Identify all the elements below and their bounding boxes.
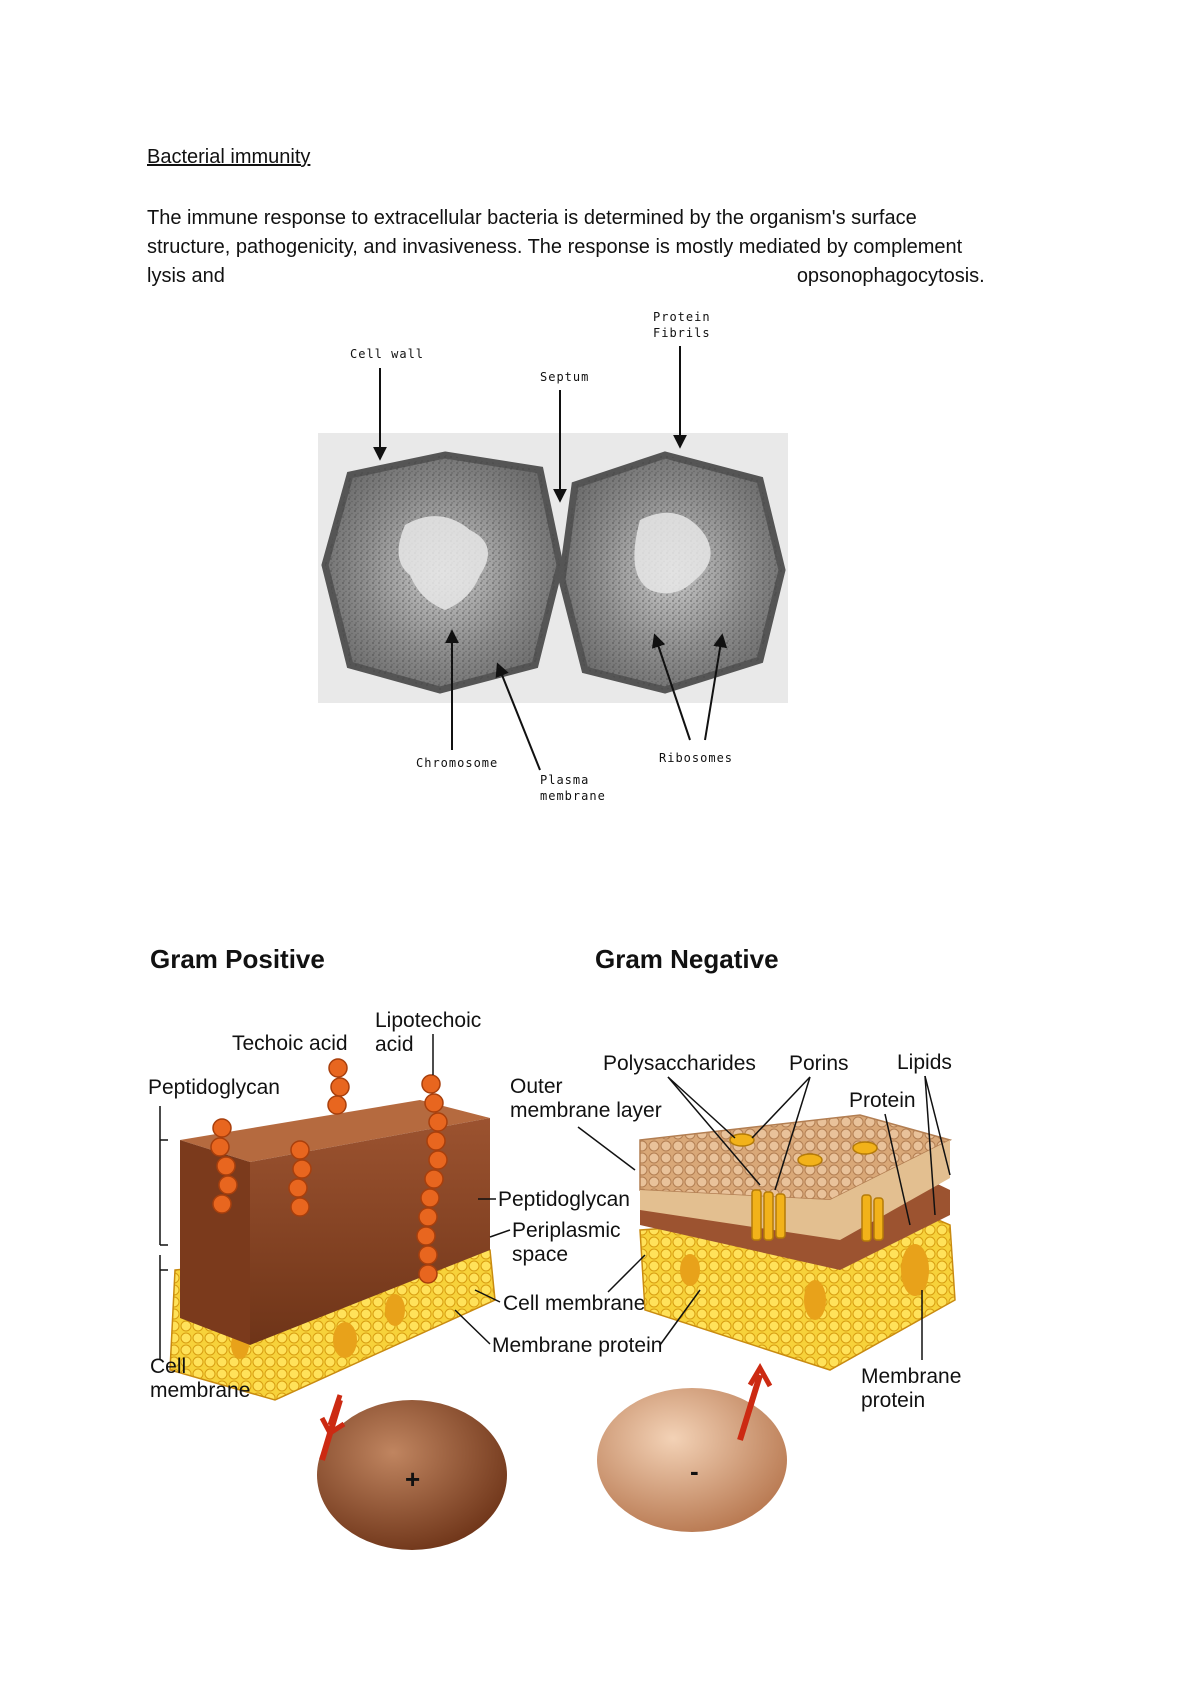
label-outer-1: Outer <box>510 1075 563 1098</box>
bacterium-right <box>558 451 786 694</box>
paragraph-line: structure, pathogenicity, and invasivene… <box>147 236 963 258</box>
label-plasma-membrane-1: Plasma <box>540 773 589 787</box>
gram-negative-title: Gram Negative <box>595 944 779 974</box>
nucleoid-right <box>634 512 711 594</box>
nucleoid-left <box>398 516 488 610</box>
label-polysaccharides: Polysaccharides <box>603 1052 756 1075</box>
gn-bacterium-cell <box>597 1388 787 1532</box>
paragraph-last-start: lysis and <box>147 265 225 287</box>
paragraph-last-end: opsonophagocytosis. <box>796 265 985 287</box>
label-peptidoglycan-side: Peptidoglycan <box>498 1188 630 1211</box>
gn-polysaccharides <box>729 1133 878 1167</box>
gp-bacterium-cell <box>317 1400 507 1550</box>
gn-membrane-protein <box>901 1244 929 1296</box>
label-periplasmic-1: Periplasmic <box>512 1219 621 1242</box>
label-cell-wall: Cell wall <box>350 347 424 361</box>
gp-membrane-protein <box>333 1322 357 1358</box>
label-protein-fibrils-2: Fibrils <box>653 326 711 340</box>
gram-negative-model: - <box>597 1114 956 1532</box>
label-techoic-acid: Techoic acid <box>232 1032 348 1055</box>
label-chromosome: Chromosome <box>416 756 498 770</box>
label-porins: Porins <box>789 1052 849 1075</box>
label-protein: Protein <box>849 1089 916 1112</box>
label-plasma-membrane-2: membrane <box>540 789 606 803</box>
gn-porins <box>751 1189 884 1242</box>
label-membrane-protein-1: Membrane <box>861 1365 961 1388</box>
label-membrane-protein-mid: Membrane protein <box>492 1334 662 1357</box>
bacterium-left <box>321 451 564 694</box>
label-outer-2: membrane layer <box>510 1099 662 1122</box>
label-lipotechoic-2: acid <box>375 1033 414 1056</box>
label-septum: Septum <box>540 370 589 384</box>
label-cell-membrane-1: Cell <box>150 1355 186 1378</box>
label-lipids: Lipids <box>897 1051 952 1074</box>
gn-charge: - <box>690 1456 699 1486</box>
gram-positive-title: Gram Positive <box>150 944 325 974</box>
label-lipotechoic-1: Lipotechoic <box>375 1009 481 1032</box>
gp-charge: + <box>405 1464 420 1494</box>
micrograph: Cell wall Septum Protein Fibrils Chromos… <box>318 310 788 803</box>
label-protein-fibrils-1: Protein <box>653 310 711 324</box>
label-peptidoglycan-gp: Peptidoglycan <box>148 1076 280 1099</box>
gp-teichoic-chains <box>210 1058 448 1284</box>
gram-diagram: Gram Positive Gram Negative + <box>148 944 961 1550</box>
label-periplasmic-2: space <box>512 1243 568 1266</box>
heading: Bacterial immunity <box>147 146 311 168</box>
label-cell-membrane-mid: Cell membrane <box>503 1292 645 1315</box>
paragraph-line: The immune response to extracellular bac… <box>147 207 917 229</box>
gram-positive-model: + <box>169 1058 507 1550</box>
gp-peptidoglycan-top <box>180 1100 490 1162</box>
label-membrane-protein-2: protein <box>861 1389 925 1412</box>
label-cell-membrane-2: membrane <box>150 1379 250 1402</box>
paragraph-line: lysis and opsonophagocytosis. <box>147 262 1077 291</box>
label-ribosomes: Ribosomes <box>659 751 733 765</box>
gn-zoom-arrow <box>737 1374 763 1441</box>
intro-paragraph: The immune response to extracellular bac… <box>147 204 1077 291</box>
